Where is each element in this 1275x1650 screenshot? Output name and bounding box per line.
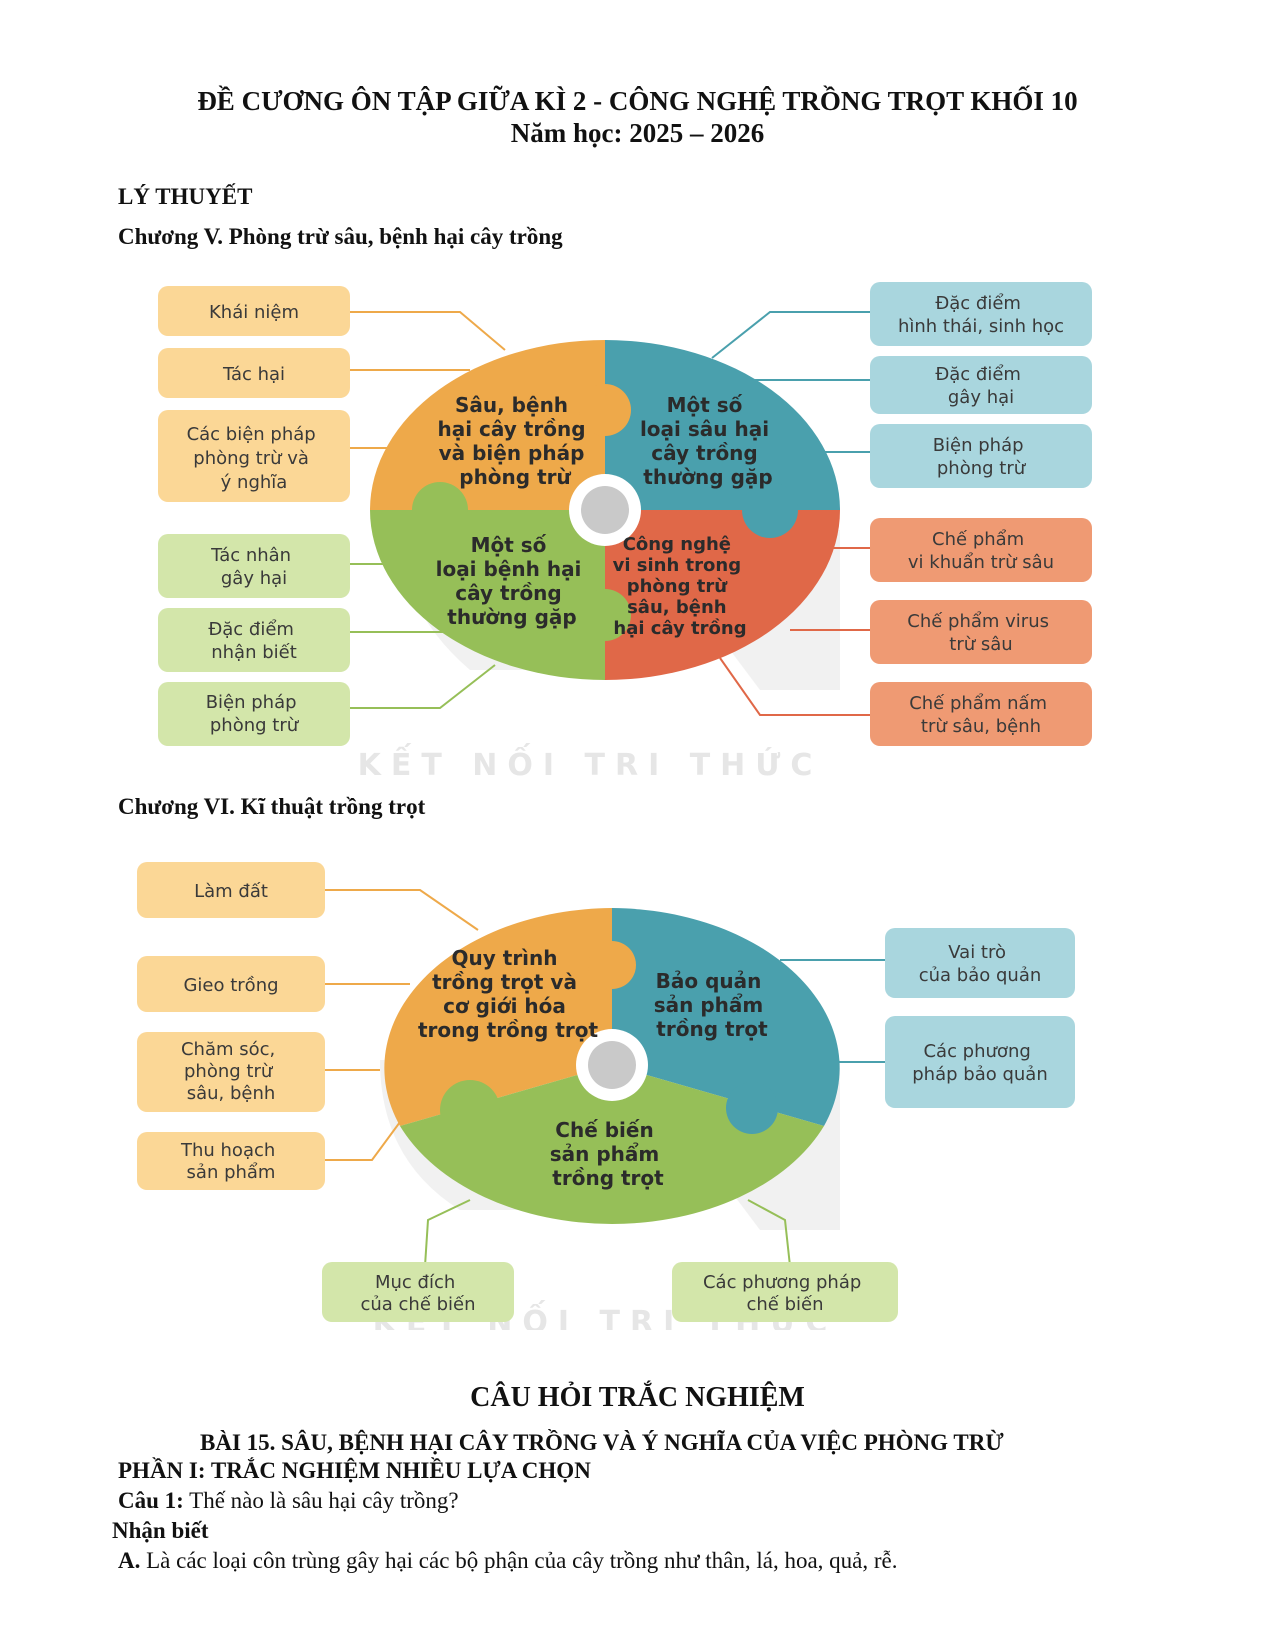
box-tac-nhan: Tác nhân gây hại xyxy=(158,534,350,598)
option-a: A. Là các loại côn trùng gây hại các bộ … xyxy=(118,1548,897,1574)
segment-processing xyxy=(400,1065,824,1224)
segment-label-tl: Sâu, bệnh hại cây trồng và biện pháp phò… xyxy=(438,393,593,489)
wheel-hub-center xyxy=(581,486,629,534)
box-tac-hai: Tác hại xyxy=(158,348,350,398)
box-khai-niem: Khái niệm xyxy=(158,286,350,336)
svg-text:Chăm sóc, phòng trừ: Chăm sóc, phòng trừ sâu, bệnh xyxy=(181,1039,281,1104)
svg-text:Biện pháp phòng trừ: Biện pháp phòng trừ xyxy=(206,692,303,736)
svg-text:Thu hoạch sản phẩm: Thu hoạch sản phẩm xyxy=(180,1140,281,1183)
svg-text:Chế phẩm virus trừ sâu: Chế phẩm virus trừ sâu xyxy=(907,611,1054,655)
segment-label-bottom: Chế biến sản phẩm trồng trọt xyxy=(550,1118,666,1190)
document-title: ĐỀ CƯƠNG ÔN TẬP GIỮA KÌ 2 - CÔNG NGHỆ TR… xyxy=(197,86,1078,116)
segment-label-left: Quy trình trồng trọt và cơ giới hóa tron… xyxy=(418,946,599,1042)
svg-text:Tác hại: Tác hại xyxy=(222,364,285,385)
box-cham-soc: Chăm sóc, phòng trừ sâu, bệnh xyxy=(137,1032,325,1112)
option-a-text: Là các loại côn trùng gây hại các bộ phậ… xyxy=(140,1548,898,1573)
box-lam-dat: Làm đất xyxy=(137,862,325,918)
svg-text:Các phương pháp chế biến: Các phương pháp chế biến xyxy=(703,1272,867,1315)
watermark-text: KẾT NỐI TRI THỨC xyxy=(358,742,823,783)
svg-text:Các biện pháp phòng trừ: Các biện pháp phòng trừ và ý nghĩa xyxy=(187,424,322,493)
svg-text:Chế phẩm nấm trừ sâu, bệ: Chế phẩm nấm trừ sâu, bệnh xyxy=(909,693,1053,737)
segment-label-tr: Một số loại sâu hại cây trồng thường gặp xyxy=(640,393,776,489)
chapter5-diagram: KẾT NỐI TRI THỨC Sâu, bệnh hại cây trồng… xyxy=(158,282,1092,783)
svg-text:Mục đích của chế biến: Mục đích của chế biến xyxy=(360,1272,475,1315)
question-1-label: Câu 1: xyxy=(118,1488,184,1513)
segment-label-right: Bảo quản sản phẩm trồng trọt xyxy=(654,969,770,1041)
svg-text:Đặc điểm gây hại: Đặc điểm gây hại xyxy=(935,364,1026,408)
svg-text:Chế phẩm vi khuẩn trừ sâ: Chế phẩm vi khuẩn trừ sâu xyxy=(908,529,1054,573)
svg-text:Tác nhân gây hại: Tác nhân gây hại xyxy=(210,545,297,589)
theory-heading: LÝ THUYẾT xyxy=(118,184,253,209)
chapter6-connectors xyxy=(325,889,885,1267)
quiz-heading: CÂU HỎI TRẮC NGHIỆM xyxy=(470,1382,805,1413)
level-label: Nhận biết xyxy=(112,1518,209,1543)
segment-label-br: Công nghệ vi sinh trong phòng trừ sâu, b… xyxy=(613,534,748,639)
box-che-pham-nam: Chế phẩm nấm trừ sâu, bệnh xyxy=(870,682,1092,746)
question-1-text: Thế nào là sâu hại cây trồng? xyxy=(183,1488,459,1513)
box-dac-diem-hinh-thai: Đặc điểm hình thái, sinh học xyxy=(870,282,1092,346)
lesson-heading: BÀI 15. SÂU, BỆNH HẠI CÂY TRỒNG VÀ Ý NGH… xyxy=(200,1430,1004,1455)
question-1: Câu 1: Thế nào là sâu hại cây trồng? xyxy=(118,1488,459,1514)
box-gieo-trong: Gieo trồng xyxy=(137,956,325,1012)
segment-pests-diseases xyxy=(370,340,605,510)
chapter6-wheel xyxy=(384,908,840,1224)
box-cac-phuong-phap-bao-quan: Các phương pháp bảo quản xyxy=(885,1016,1075,1108)
chapter6-heading: Chương VI. Kĩ thuật trồng trọt xyxy=(118,794,426,819)
option-a-label: A. xyxy=(118,1548,141,1573)
svg-text:Gieo trồng: Gieo trồng xyxy=(183,975,278,996)
segment-label-bl: Một số loại bệnh hại cây trồng thường gặ… xyxy=(436,533,589,629)
box-vai-tro: Vai trò của bảo quản xyxy=(885,928,1075,998)
chapter6-segment-labels: Quy trình trồng trọt và cơ giới hóa tron… xyxy=(418,946,770,1190)
svg-text:Đặc điểm hình thái, sinh: Đặc điểm hình thái, sinh học xyxy=(898,293,1064,337)
segment-process xyxy=(384,908,612,1126)
box-dac-diem-gay-hai: Đặc điểm gây hại xyxy=(870,356,1092,414)
box-dac-diem-nhan-biet: Đặc điểm nhận biết xyxy=(158,608,350,672)
wheel-hub-center-2 xyxy=(588,1041,636,1089)
box-cac-phuong-phap-che-bien: Các phương pháp chế biến xyxy=(672,1262,898,1322)
box-che-pham-vi-khuan: Chế phẩm vi khuẩn trừ sâu xyxy=(870,518,1092,582)
segment-microbial-tech xyxy=(605,510,840,680)
box-bien-phap-benh: Biện pháp phòng trừ xyxy=(158,682,350,746)
school-year: Năm học: 2025 – 2026 xyxy=(510,118,765,148)
box-muc-dich: Mục đích của chế biến xyxy=(322,1262,514,1322)
segment-common-pests xyxy=(605,340,840,510)
part-heading: PHẦN I: TRẮC NGHIỆM NHIỀU LỰA CHỌN xyxy=(118,1458,591,1483)
box-thu-hoach: Thu hoạch sản phẩm xyxy=(137,1132,325,1190)
box-che-pham-virus: Chế phẩm virus trừ sâu xyxy=(870,600,1092,664)
svg-text:Vai trò của bảo quản: Vai trò của bảo quản xyxy=(919,942,1042,986)
svg-text:Các phương pháp bảo quản: Các phương pháp bảo quản xyxy=(912,1041,1047,1085)
chapter5-segment-labels: Sâu, bệnh hại cây trồng và biện pháp phò… xyxy=(436,393,776,639)
svg-text:Đặc điểm nhận biết: Đặc điểm nhận biết xyxy=(208,619,299,663)
chapter6-diagram: KẾT NỐI TRI THỨC Quy trình trồng trọt và… xyxy=(137,862,1075,1330)
chapter5-wheel xyxy=(370,340,840,680)
segment-preservation xyxy=(612,908,840,1126)
svg-text:Khái niệm: Khái niệm xyxy=(209,302,299,323)
box-cac-bien-phap: Các biện pháp phòng trừ và ý nghĩa xyxy=(158,410,350,502)
chapter5-heading: Chương V. Phòng trừ sâu, bệnh hại cây tr… xyxy=(118,224,563,249)
svg-text:Làm đất: Làm đất xyxy=(194,881,268,902)
svg-text:Biện pháp phòng trừ: Biện pháp phòng trừ xyxy=(933,435,1030,479)
box-bien-phap-sau: Biện pháp phòng trừ xyxy=(870,424,1092,488)
segment-common-diseases xyxy=(370,510,605,680)
chapter5-connectors xyxy=(350,311,875,716)
